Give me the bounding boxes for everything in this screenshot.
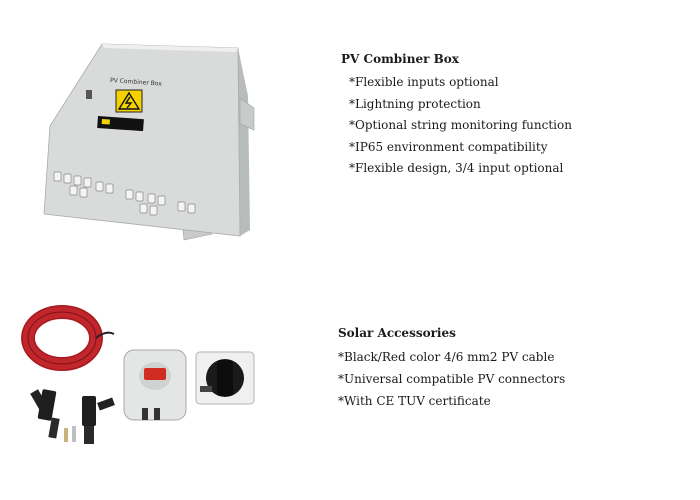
solar-accessories-title: Solar Accessories: [338, 326, 456, 340]
lock-icon: [86, 90, 92, 99]
solar-accessories-image: [21, 305, 255, 444]
isolator-switch-black: [195, 351, 255, 405]
combiner-box-section: PV Combiner Box *Flexible inputs optiona…: [341, 52, 572, 180]
combiner-box-features: *Flexible inputs optional *Lightning pro…: [341, 72, 572, 180]
cable-glands: [53, 171, 196, 216]
feature-item: *IP65 environment compatibility: [349, 139, 548, 154]
solar-accessories-section: Solar Accessories *Black/Red color 4/6 m…: [338, 326, 565, 412]
feature-item: *Universal compatible PV connectors: [338, 372, 566, 386]
feature-item: *Optional string monitoring function: [349, 118, 572, 132]
solar-accessories-features: *Black/Red color 4/6 mm2 PV cable *Unive…: [338, 346, 565, 412]
feature-item: *Black/Red color 4/6 mm2 PV cable: [338, 350, 555, 364]
feature-item: *Lightning protection: [349, 96, 481, 111]
feature-item: *Flexible inputs optional: [349, 75, 499, 89]
pv-combiner-box-image: PV Combiner Box: [43, 43, 255, 241]
pv-cable-coil: [21, 305, 115, 371]
feature-item: *Flexible design, 3/4 input optional: [349, 161, 564, 175]
pv-connectors: [30, 389, 115, 444]
box-label: PV Combiner Box: [110, 77, 163, 88]
isolator-switch-red: [123, 349, 187, 421]
warning-icon: [115, 89, 143, 113]
feature-item: *With CE TUV certificate: [338, 394, 491, 408]
combiner-box-title: PV Combiner Box: [341, 52, 459, 66]
